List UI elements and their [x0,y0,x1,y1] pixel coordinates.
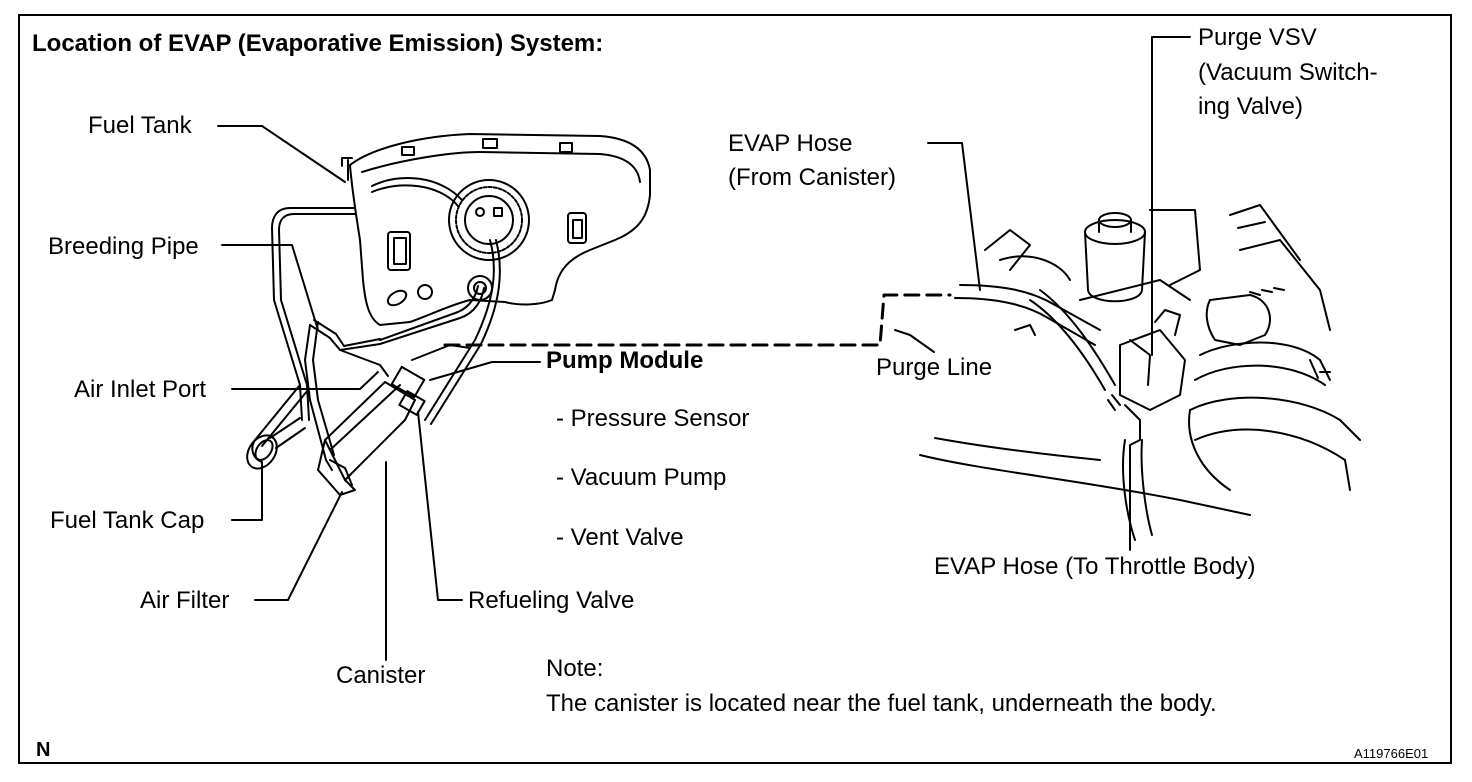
note-heading: Note: [546,655,604,682]
pump-item-pressure-sensor: - Pressure Sensor [556,405,750,432]
leader-lines [217,36,1191,661]
label-air-filter: Air Filter [140,587,230,614]
figure-code: A119766E01 [1354,746,1429,761]
label-purge-vsv-line3: ing Valve) [1198,93,1303,120]
label-fuel-tank: Fuel Tank [88,112,192,139]
label-pump-module: Pump Module [546,347,704,374]
breeding-pipe-drawing [251,207,485,471]
pump-item-vent-valve: - Vent Valve [556,524,684,551]
label-purge-line: Purge Line [876,354,993,381]
label-purge-vsv-line2: (Vacuum Switch- [1198,59,1378,86]
label-evap-hose-to-throttle: EVAP Hose (To Throttle Body) [934,553,1256,580]
pump-item-vacuum-pump: - Vacuum Pump [556,464,727,491]
diagram-frame [18,14,1452,764]
label-refueling-valve: Refueling Valve [468,587,635,614]
note-text: The canister is located near the fuel ta… [546,690,1217,717]
engine-bay-drawing [919,204,1361,541]
label-evap-hose-from-line2: (From Canister) [728,164,897,191]
fuel-tank-cap-drawing [246,417,306,470]
diagram-title: Location of EVAP (Evaporative Emission) … [32,30,604,57]
label-breeding-pipe: Breeding Pipe [48,233,199,260]
label-canister: Canister [336,662,426,689]
north-marker: N [36,739,51,761]
purge-line [443,293,952,347]
label-fuel-tank-cap: Fuel Tank Cap [50,507,205,534]
label-purge-vsv-line1: Purge VSV [1198,24,1317,51]
fuel-tank-drawing [341,133,651,326]
label-air-inlet-port: Air Inlet Port [74,376,207,403]
label-evap-hose-from-line1: EVAP Hose [728,130,853,157]
